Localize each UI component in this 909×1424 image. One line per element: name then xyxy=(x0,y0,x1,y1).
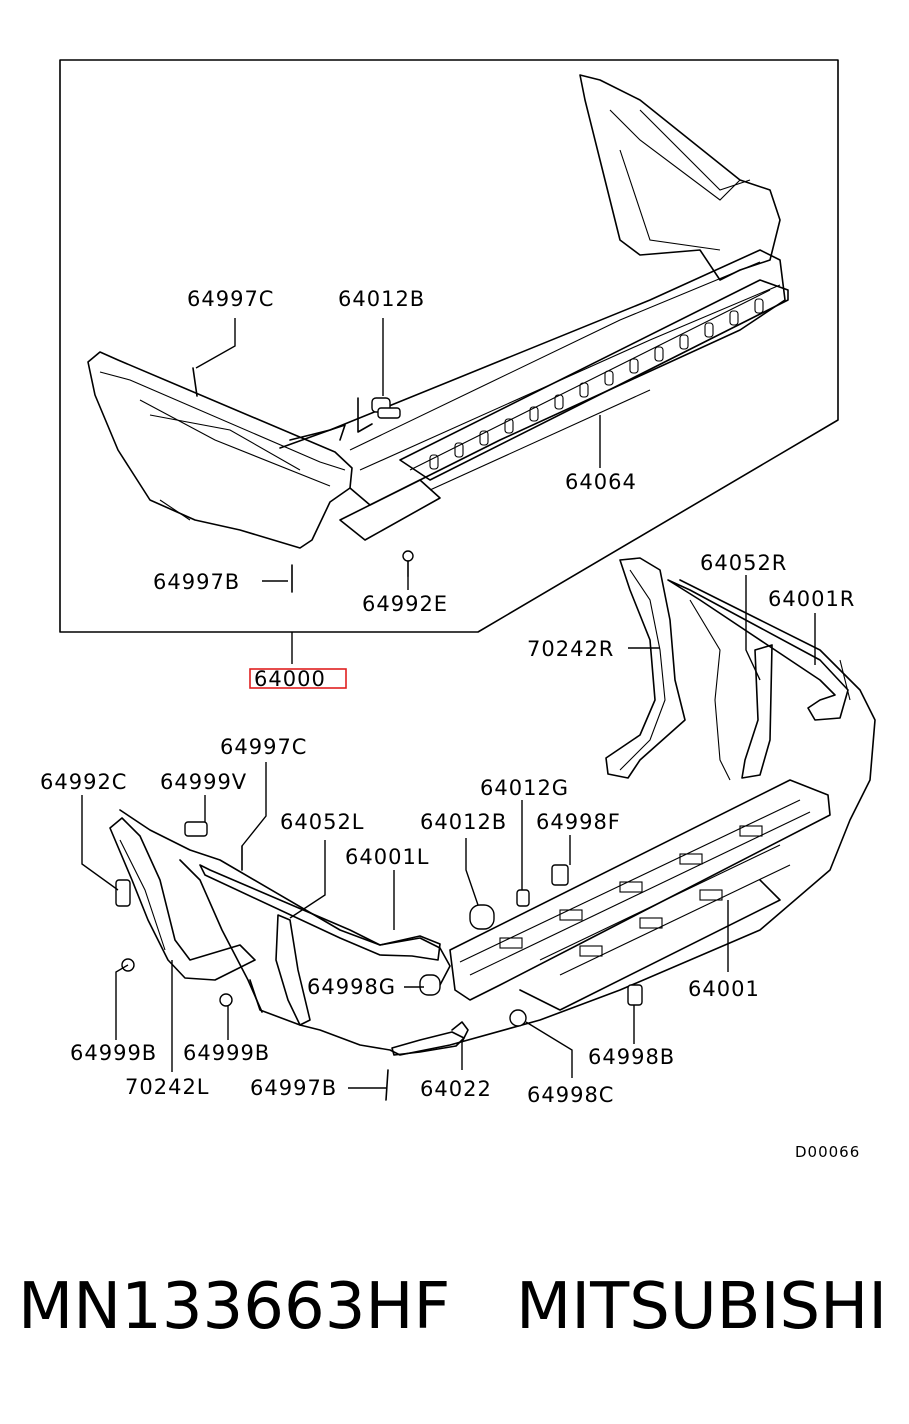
callout-64052L: 64052L xyxy=(280,810,365,834)
callout-64997C-mid: 64997C xyxy=(220,735,307,759)
callout-64001: 64001 xyxy=(688,977,760,1001)
callout-64012B-top: 64012B xyxy=(338,287,425,311)
callout-64000: 64000 xyxy=(254,667,326,691)
callout-64998B: 64998B xyxy=(588,1045,675,1069)
callout-64001R: 64001R xyxy=(768,587,855,611)
callout-64992E: 64992E xyxy=(362,592,448,616)
callout-64052R: 64052R xyxy=(700,551,787,575)
callout-64997B-top: 64997B xyxy=(153,570,240,594)
diagram-code: D00066 xyxy=(795,1143,860,1161)
callout-70242R: 70242R xyxy=(527,637,614,661)
callout-64064: 64064 xyxy=(565,470,637,494)
leader-lines-upper xyxy=(195,318,601,664)
bumper-assembly-drawing xyxy=(87,74,789,593)
callout-64000-highlight xyxy=(249,668,347,689)
callout-64997B-bottom: 64997B xyxy=(250,1076,337,1100)
callout-70242L: 70242L xyxy=(125,1075,210,1099)
callout-64022: 64022 xyxy=(420,1077,492,1101)
callout-64999B-right: 64999B xyxy=(183,1041,270,1065)
brand-name: MITSUBISHI xyxy=(516,1270,888,1344)
callout-64997C-top: 64997C xyxy=(187,287,274,311)
callout-64999V: 64999V xyxy=(160,770,247,794)
callout-64012B-mid: 64012B xyxy=(420,810,507,834)
part-number: MN133663HF xyxy=(18,1270,451,1344)
callout-64012G: 64012G xyxy=(480,776,569,800)
callout-64001L: 64001L xyxy=(345,845,430,869)
callout-64998G: 64998G xyxy=(307,975,396,999)
callout-64999B-left: 64999B xyxy=(70,1041,157,1065)
callout-64992C: 64992C xyxy=(40,770,127,794)
footer-caption: MN133663HF MITSUBISHI xyxy=(18,1270,898,1370)
exploded-components-drawing xyxy=(109,557,876,1101)
callout-64998F: 64998F xyxy=(536,810,621,834)
leader-lines-lower xyxy=(81,575,816,1089)
callout-64998C: 64998C xyxy=(527,1083,614,1107)
parts-diagram: 64997C 64012B 64064 64997B 64992E 64000 … xyxy=(40,59,876,1161)
assembly-frame xyxy=(59,59,839,633)
